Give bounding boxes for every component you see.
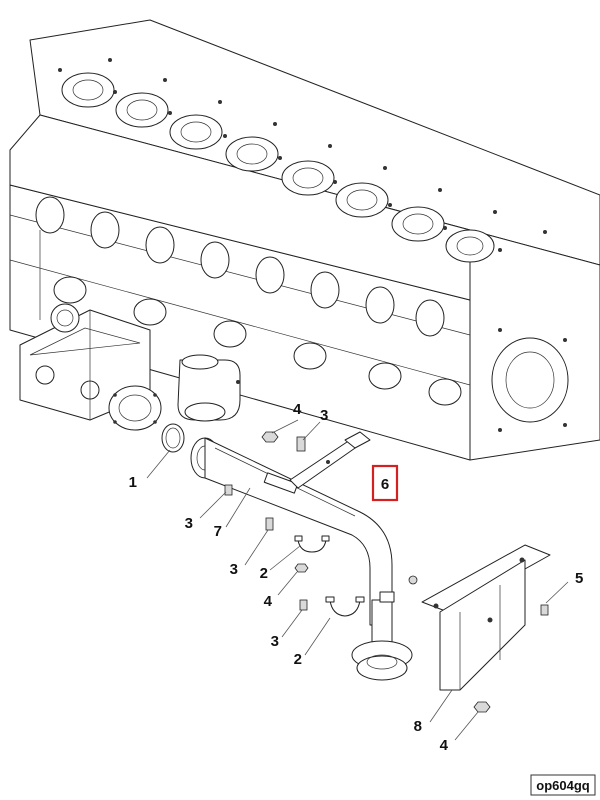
suction-pipe-part-6: [190, 437, 413, 681]
mounting-bracket-part-3: [289, 431, 371, 489]
highlight-box: [371, 464, 399, 502]
callout-7: 7: [214, 523, 222, 540]
callout-6: 6: [381, 476, 389, 493]
fasteners: [224, 431, 549, 713]
support-bracket-part-8: [421, 544, 551, 691]
callout-2-lower: 2: [294, 651, 302, 668]
callout-3-lower: 3: [271, 633, 279, 650]
reference-code: op604gq: [536, 778, 590, 793]
o-ring-part-1: [161, 423, 185, 453]
callout-4-middle: 4: [264, 593, 273, 610]
reference-code-tag: op604gq: [530, 774, 596, 796]
end-face-bore: [491, 337, 569, 423]
callout-3-left: 3: [185, 515, 193, 532]
callout-3-middle: 3: [230, 561, 238, 578]
deck-bolt-holes: [58, 58, 547, 252]
callout-4-bottom: 4: [440, 737, 449, 754]
engine-block: [9, 19, 600, 461]
cylinder-bores: [61, 72, 495, 263]
callout-4-top: 4: [293, 401, 302, 418]
leader-lines: [146, 419, 569, 741]
callout-2-upper: 2: [260, 565, 268, 582]
callouts: 1 3 7 3 2 4 3 2 4 3 5 8 4 6: [129, 401, 584, 754]
callout-5: 5: [575, 570, 583, 587]
crankcase-openings: [35, 196, 462, 406]
callout-1: 1: [129, 474, 137, 491]
oil-pump-assembly: [19, 303, 162, 431]
clamp-part-2-lower: [325, 591, 395, 617]
callout-3-top: 3: [320, 407, 328, 424]
elbow-connector: [177, 354, 241, 422]
callout-8: 8: [414, 718, 422, 735]
pipe-flange-part-7: [263, 472, 299, 494]
clamp-part-2-upper: [294, 535, 330, 553]
